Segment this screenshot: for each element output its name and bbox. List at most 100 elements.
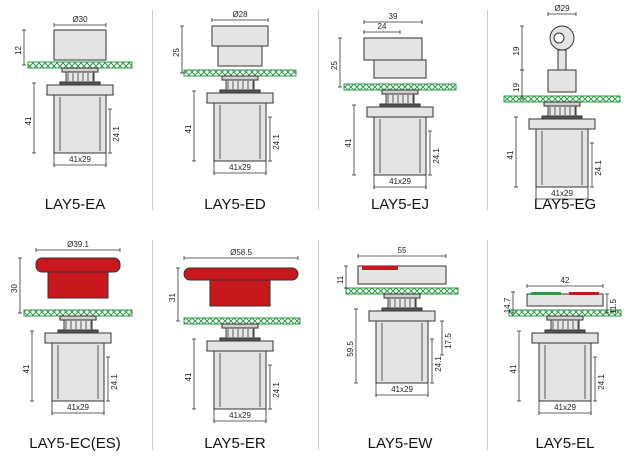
threaded-collar (387, 297, 417, 309)
threaded-collar (225, 327, 255, 339)
dimension-label-body-height: 41 (344, 138, 353, 147)
contact-block (538, 342, 592, 402)
selector-bezel (217, 45, 263, 67)
selector-knob (211, 25, 269, 47)
dimension-label-base: 41x29 (67, 403, 89, 412)
red-button-strip (362, 266, 398, 270)
dimension-label-head-height: 11 (336, 275, 345, 284)
green-indicator-strip (531, 292, 561, 295)
model-label-eg: LAY5-EG (533, 196, 597, 213)
body-flange (528, 118, 596, 130)
lock-ring (381, 89, 419, 95)
dimension-label-body-height: 41 (509, 364, 518, 373)
dimension-label-base: 41x29 (229, 411, 251, 420)
body-flange (206, 340, 274, 352)
key-hole (553, 32, 565, 44)
lock-ring (59, 315, 97, 321)
dimension-label-side: 24.1 (272, 134, 281, 150)
model-label-ew: LAY5-EW (367, 435, 433, 452)
dimension-label-body-height: 59.5 (346, 341, 355, 357)
column-divider (152, 240, 153, 450)
dimension-label-base: 41x29 (551, 189, 573, 198)
threaded-collar (547, 105, 577, 117)
model-label-ej: LAY5-EJ (370, 196, 430, 213)
mushroom-stem (209, 279, 271, 307)
dimension-label-head-height: 30 (10, 284, 19, 293)
dimension-label-head-height: 25 (172, 48, 181, 57)
contact-block (375, 320, 429, 384)
threaded-collar (225, 79, 255, 91)
key-cylinder (547, 69, 577, 93)
mushroom-stem (47, 271, 109, 299)
contact-block (373, 116, 427, 176)
dimension-label-base: 41x29 (389, 177, 411, 186)
dimension-label-side: 24.1 (110, 374, 119, 390)
model-label-ed: LAY5-ED (204, 196, 266, 213)
body-flange (531, 332, 599, 344)
column-divider (152, 10, 153, 210)
mounting-panel (343, 83, 457, 91)
dimension-label-base: 41x29 (391, 385, 413, 394)
dimension-label-side: 24.1 (432, 148, 441, 164)
dimension-label-top: Ø30 (72, 15, 88, 24)
dimension-label-side: 24.1 (112, 126, 121, 142)
dimension-label-base: 41x29 (69, 155, 91, 164)
lock-ring (383, 293, 421, 299)
body-flange (44, 332, 112, 344)
mounting-panel (23, 309, 133, 317)
column-divider (487, 10, 488, 210)
body-flange (46, 84, 114, 96)
lever-bezel (373, 59, 427, 79)
model-label-el: LAY5-EL (535, 435, 595, 452)
threaded-collar (550, 319, 580, 331)
mounting-panel (27, 61, 133, 69)
dimension-label-base: 41x29 (554, 403, 576, 412)
lock-ring (61, 67, 99, 73)
dimension-label-head-height: 12 (14, 46, 23, 55)
dimension-label-body-height: 41 (506, 150, 515, 159)
dimension-label-body-height: 41 (184, 124, 193, 133)
model-label-ec: LAY5-EC(ES) (29, 435, 121, 452)
lock-ring (543, 101, 581, 107)
dimension-label-top: Ø28 (232, 10, 248, 19)
dimension-label-top: 42 (561, 276, 570, 285)
mounting-panel (508, 309, 622, 317)
dimension-label-body-height: 41 (22, 364, 31, 373)
dimension-label-top: Ø29 (554, 4, 570, 13)
threaded-collar (385, 93, 415, 105)
column-divider (487, 240, 488, 450)
red-indicator-strip (569, 292, 599, 295)
dimension-label-side: 24.1 (272, 382, 281, 398)
dimension-label-body-height: 41 (24, 116, 33, 125)
dimension-label-top: 39 (389, 12, 398, 21)
contact-block (213, 102, 267, 162)
dimension-label-head-height: 25 (330, 61, 339, 70)
column-divider (318, 10, 319, 210)
key-shaft (557, 49, 567, 71)
threaded-collar (65, 71, 95, 83)
dimension-label-head-height: 19 (512, 46, 521, 55)
lock-ring (546, 315, 584, 321)
dimension-label-head-height: 14.7 (503, 297, 512, 313)
contact-block (51, 342, 105, 402)
body-flange (366, 106, 434, 118)
body-flange (368, 310, 436, 322)
drawing-el: 42 14.7 11.5 41 24.1 41x29 (503, 276, 622, 415)
dimension-label-side: 24.1 (597, 374, 606, 390)
dimension-label-upper-side: 11.5 (609, 298, 618, 314)
dimension-label-top: 55 (398, 246, 407, 255)
dimension-label-top-2: 24 (378, 22, 387, 31)
lever-handle (363, 37, 423, 61)
pilot-head (526, 293, 604, 307)
model-label-ea: LAY5-EA (44, 196, 106, 213)
lock-ring (221, 75, 259, 81)
threaded-collar (63, 319, 93, 331)
